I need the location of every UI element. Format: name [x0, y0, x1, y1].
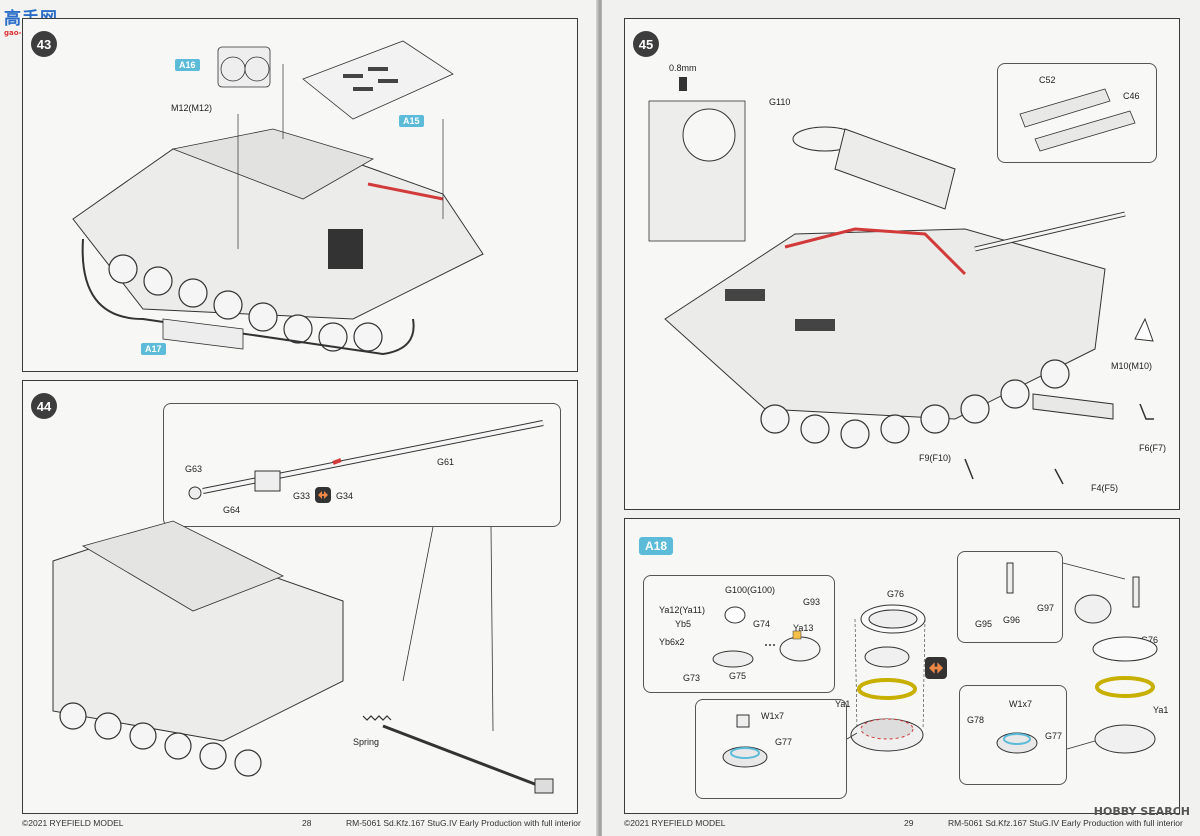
label-g64: G64 — [223, 505, 241, 515]
label-ya12: Ya12(Ya11) — [659, 605, 706, 615]
label-g73: G73 — [683, 673, 701, 683]
label-spring: Spring — [353, 737, 380, 747]
step-45-panel: 45 0.8mm G110 C52 C46 M10(M10) F6(F7) F9… — [624, 18, 1180, 510]
label-ya13: Ya13 — [793, 623, 814, 633]
part-tag-a15: A15 — [399, 115, 424, 127]
part-tag-a17: A17 — [141, 343, 166, 355]
label-ya1-left: Ya1 — [835, 699, 851, 709]
ring-subassembly-left-box — [695, 699, 847, 799]
label-drill-size: 0.8mm — [669, 63, 697, 73]
left-page: 高手网gao-shou.com 43 A16 M12(M12) A15 A17 — [0, 0, 598, 836]
label-g63: G63 — [185, 464, 203, 474]
label-g77-right: G77 — [1045, 731, 1063, 741]
book-gutter — [596, 0, 604, 836]
step-44-number: 44 — [31, 393, 57, 419]
label-g95: G95 — [975, 619, 993, 629]
label-g100: G100(G100) — [725, 585, 776, 595]
label-yb6: Yb6x2 — [659, 637, 685, 647]
swap-arrow-icon — [315, 487, 331, 503]
step-44-panel: 44 G63 G64 G33 G34 G61 Spring — [22, 380, 578, 814]
footer-copyright-left: ©2021 RYEFIELD MODEL — [22, 818, 124, 828]
label-f6: F6(F7) — [1139, 443, 1166, 453]
page-number-right: 29 — [904, 818, 914, 828]
label-m10: M10(M10) — [1111, 361, 1153, 371]
label-g93: G93 — [803, 597, 821, 607]
hobby-search-logo: HOBBY SEARCH — [1093, 805, 1190, 818]
label-f4: F4(F5) — [1091, 483, 1118, 493]
a18-hatch-drawing — [712, 562, 1158, 768]
label-g77-left: G77 — [775, 737, 793, 747]
label-ya1-right: Ya1 — [1153, 705, 1169, 715]
label-g76-top: G76 — [887, 589, 905, 599]
label-g110: G110 — [769, 97, 791, 107]
label-m12: M12(M12) — [171, 103, 213, 113]
label-g78: G78 — [967, 715, 985, 725]
label-f9: F9(F10) — [919, 453, 952, 463]
label-yb5: Yb5 — [675, 619, 692, 629]
label-g96: G96 — [1003, 615, 1021, 625]
step-45-number: 45 — [633, 31, 659, 57]
label-w1x7-left: W1x7 — [761, 711, 785, 721]
footer-copyright-right: ©2021 RYEFIELD MODEL — [624, 818, 726, 828]
label-c46: C46 — [1123, 91, 1140, 101]
part-tag-a18: A18 — [639, 537, 674, 555]
footer-title-left: RM-5061 Sd.Kfz.167 StuG.IV Early Product… — [346, 818, 581, 828]
footer-title-right: RM-5061 Sd.Kfz.167 StuG.IV Early Product… — [948, 818, 1183, 828]
hatch-subassembly-box — [643, 575, 835, 693]
label-g97: G97 — [1037, 603, 1055, 613]
step-43-panel: 43 A16 M12(M12) A15 A17 — [22, 18, 578, 372]
gun-subassembly-box — [163, 403, 561, 527]
swap-arrow-icon-a18 — [925, 657, 947, 679]
step-45-vehicle-drawing — [648, 77, 1154, 485]
step-44-gun-drawing — [52, 420, 554, 794]
step-43-number: 43 — [31, 31, 57, 57]
part-tag-a16: A16 — [175, 59, 200, 71]
label-g61: G61 — [437, 457, 455, 467]
a18-panel: A18 G100(G100) Ya12(Ya11) Yb5 Yb6x2 G74 … — [624, 518, 1180, 814]
label-g74: G74 — [753, 619, 771, 629]
label-g75: G75 — [729, 671, 747, 681]
page-number-left: 28 — [302, 818, 312, 828]
label-g76-right: G76 — [1141, 635, 1159, 645]
label-g33: G33 — [293, 491, 311, 501]
label-g34: G34 — [336, 491, 354, 501]
label-w1x7-right: W1x7 — [1009, 699, 1033, 709]
right-page: 45 0.8mm G110 C52 C46 M10(M10) F6(F7) F9… — [602, 0, 1200, 836]
step-43-vehicle-drawing — [72, 40, 484, 356]
label-c52: C52 — [1039, 75, 1056, 85]
